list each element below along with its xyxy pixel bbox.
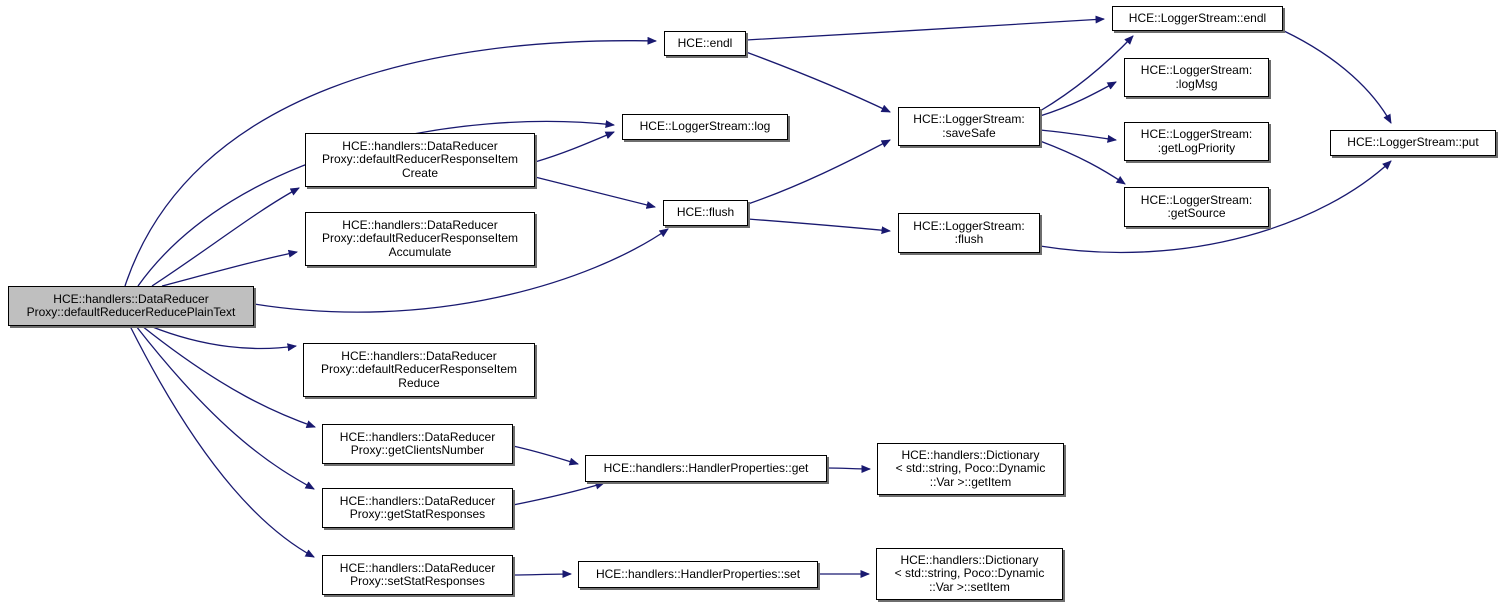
edge-saveSafe-to-getSource — [1039, 140, 1126, 185]
node-lsFlush[interactable]: HCE::LoggerStream: :flush — [898, 213, 1040, 253]
node-flush[interactable]: HCE::flush — [663, 200, 748, 226]
node-put[interactable]: HCE::LoggerStream::put — [1330, 130, 1496, 156]
edge-main-to-accumulate — [161, 249, 298, 287]
node-hpGet[interactable]: HCE::handlers::HandlerProperties::get — [585, 455, 827, 482]
edge-hpGet-to-dictGetItem — [826, 464, 871, 473]
edge-flush-to-lsFlush — [747, 218, 891, 235]
edge-saveSafe-to-logMsg — [1039, 81, 1117, 117]
edge-saveSafe-to-lsEndl — [1039, 35, 1134, 112]
node-logMsg[interactable]: HCE::LoggerStream: :logMsg — [1124, 58, 1269, 97]
node-accumulate[interactable]: HCE::handlers::DataReducer Proxy::defaul… — [305, 212, 535, 266]
node-getSource[interactable]: HCE::LoggerStream: :getSource — [1124, 187, 1269, 227]
node-hpSet[interactable]: HCE::handlers::HandlerProperties::set — [578, 561, 818, 588]
node-create[interactable]: HCE::handlers::DataReducer Proxy::defaul… — [305, 133, 535, 187]
node-log[interactable]: HCE::LoggerStream::log — [622, 114, 788, 140]
edge-main-to-reduce — [149, 325, 297, 352]
edge-getStatResponses-to-hpGet — [512, 481, 605, 506]
node-main: HCE::handlers::DataReducer Proxy::defaul… — [8, 286, 254, 326]
node-getStatResponses[interactable]: HCE::handlers::DataReducer Proxy::getSta… — [322, 488, 513, 528]
edge-main-to-flush — [253, 228, 669, 313]
edge-main-to-setStatResponses — [129, 325, 315, 558]
node-dictGetItem[interactable]: HCE::handlers::Dictionary < std::string,… — [877, 443, 1064, 495]
edge-main-to-getClientsNumber — [141, 325, 316, 428]
node-lsEndl[interactable]: HCE::LoggerStream::endl — [1112, 6, 1283, 31]
edge-lsFlush-to-put — [1039, 160, 1392, 254]
node-setStatResponses[interactable]: HCE::handlers::DataReducer Proxy::setSta… — [322, 555, 513, 595]
node-dictSetItem[interactable]: HCE::handlers::Dictionary < std::string,… — [876, 548, 1063, 600]
node-reduce[interactable]: HCE::handlers::DataReducer Proxy::defaul… — [303, 343, 535, 397]
node-saveSafe[interactable]: HCE::LoggerStream: :saveSafe — [898, 107, 1040, 146]
edge-main-to-getStatResponses — [135, 325, 315, 490]
edge-flush-to-saveSafe — [747, 139, 891, 205]
edge-endl-to-saveSafe — [745, 51, 891, 113]
edge-setStatResponses-to-hpSet — [512, 570, 572, 579]
node-endl[interactable]: HCE::endl — [664, 31, 746, 56]
node-getLogPriority[interactable]: HCE::LoggerStream: :getLogPriority — [1124, 122, 1269, 161]
edge-main-to-endl — [124, 36, 657, 287]
edge-main-to-create — [151, 187, 300, 287]
edge-lsEndl-to-put — [1283, 30, 1392, 124]
edge-create-to-log — [534, 131, 615, 163]
edge-saveSafe-to-getLogPriority — [1039, 129, 1117, 143]
edge-create-to-flush — [534, 176, 656, 209]
node-getClientsNumber[interactable]: HCE::handlers::DataReducer Proxy::getCli… — [322, 424, 513, 464]
edge-getClientsNumber-to-hpGet — [512, 445, 579, 466]
edge-endl-to-lsEndl — [745, 15, 1105, 41]
